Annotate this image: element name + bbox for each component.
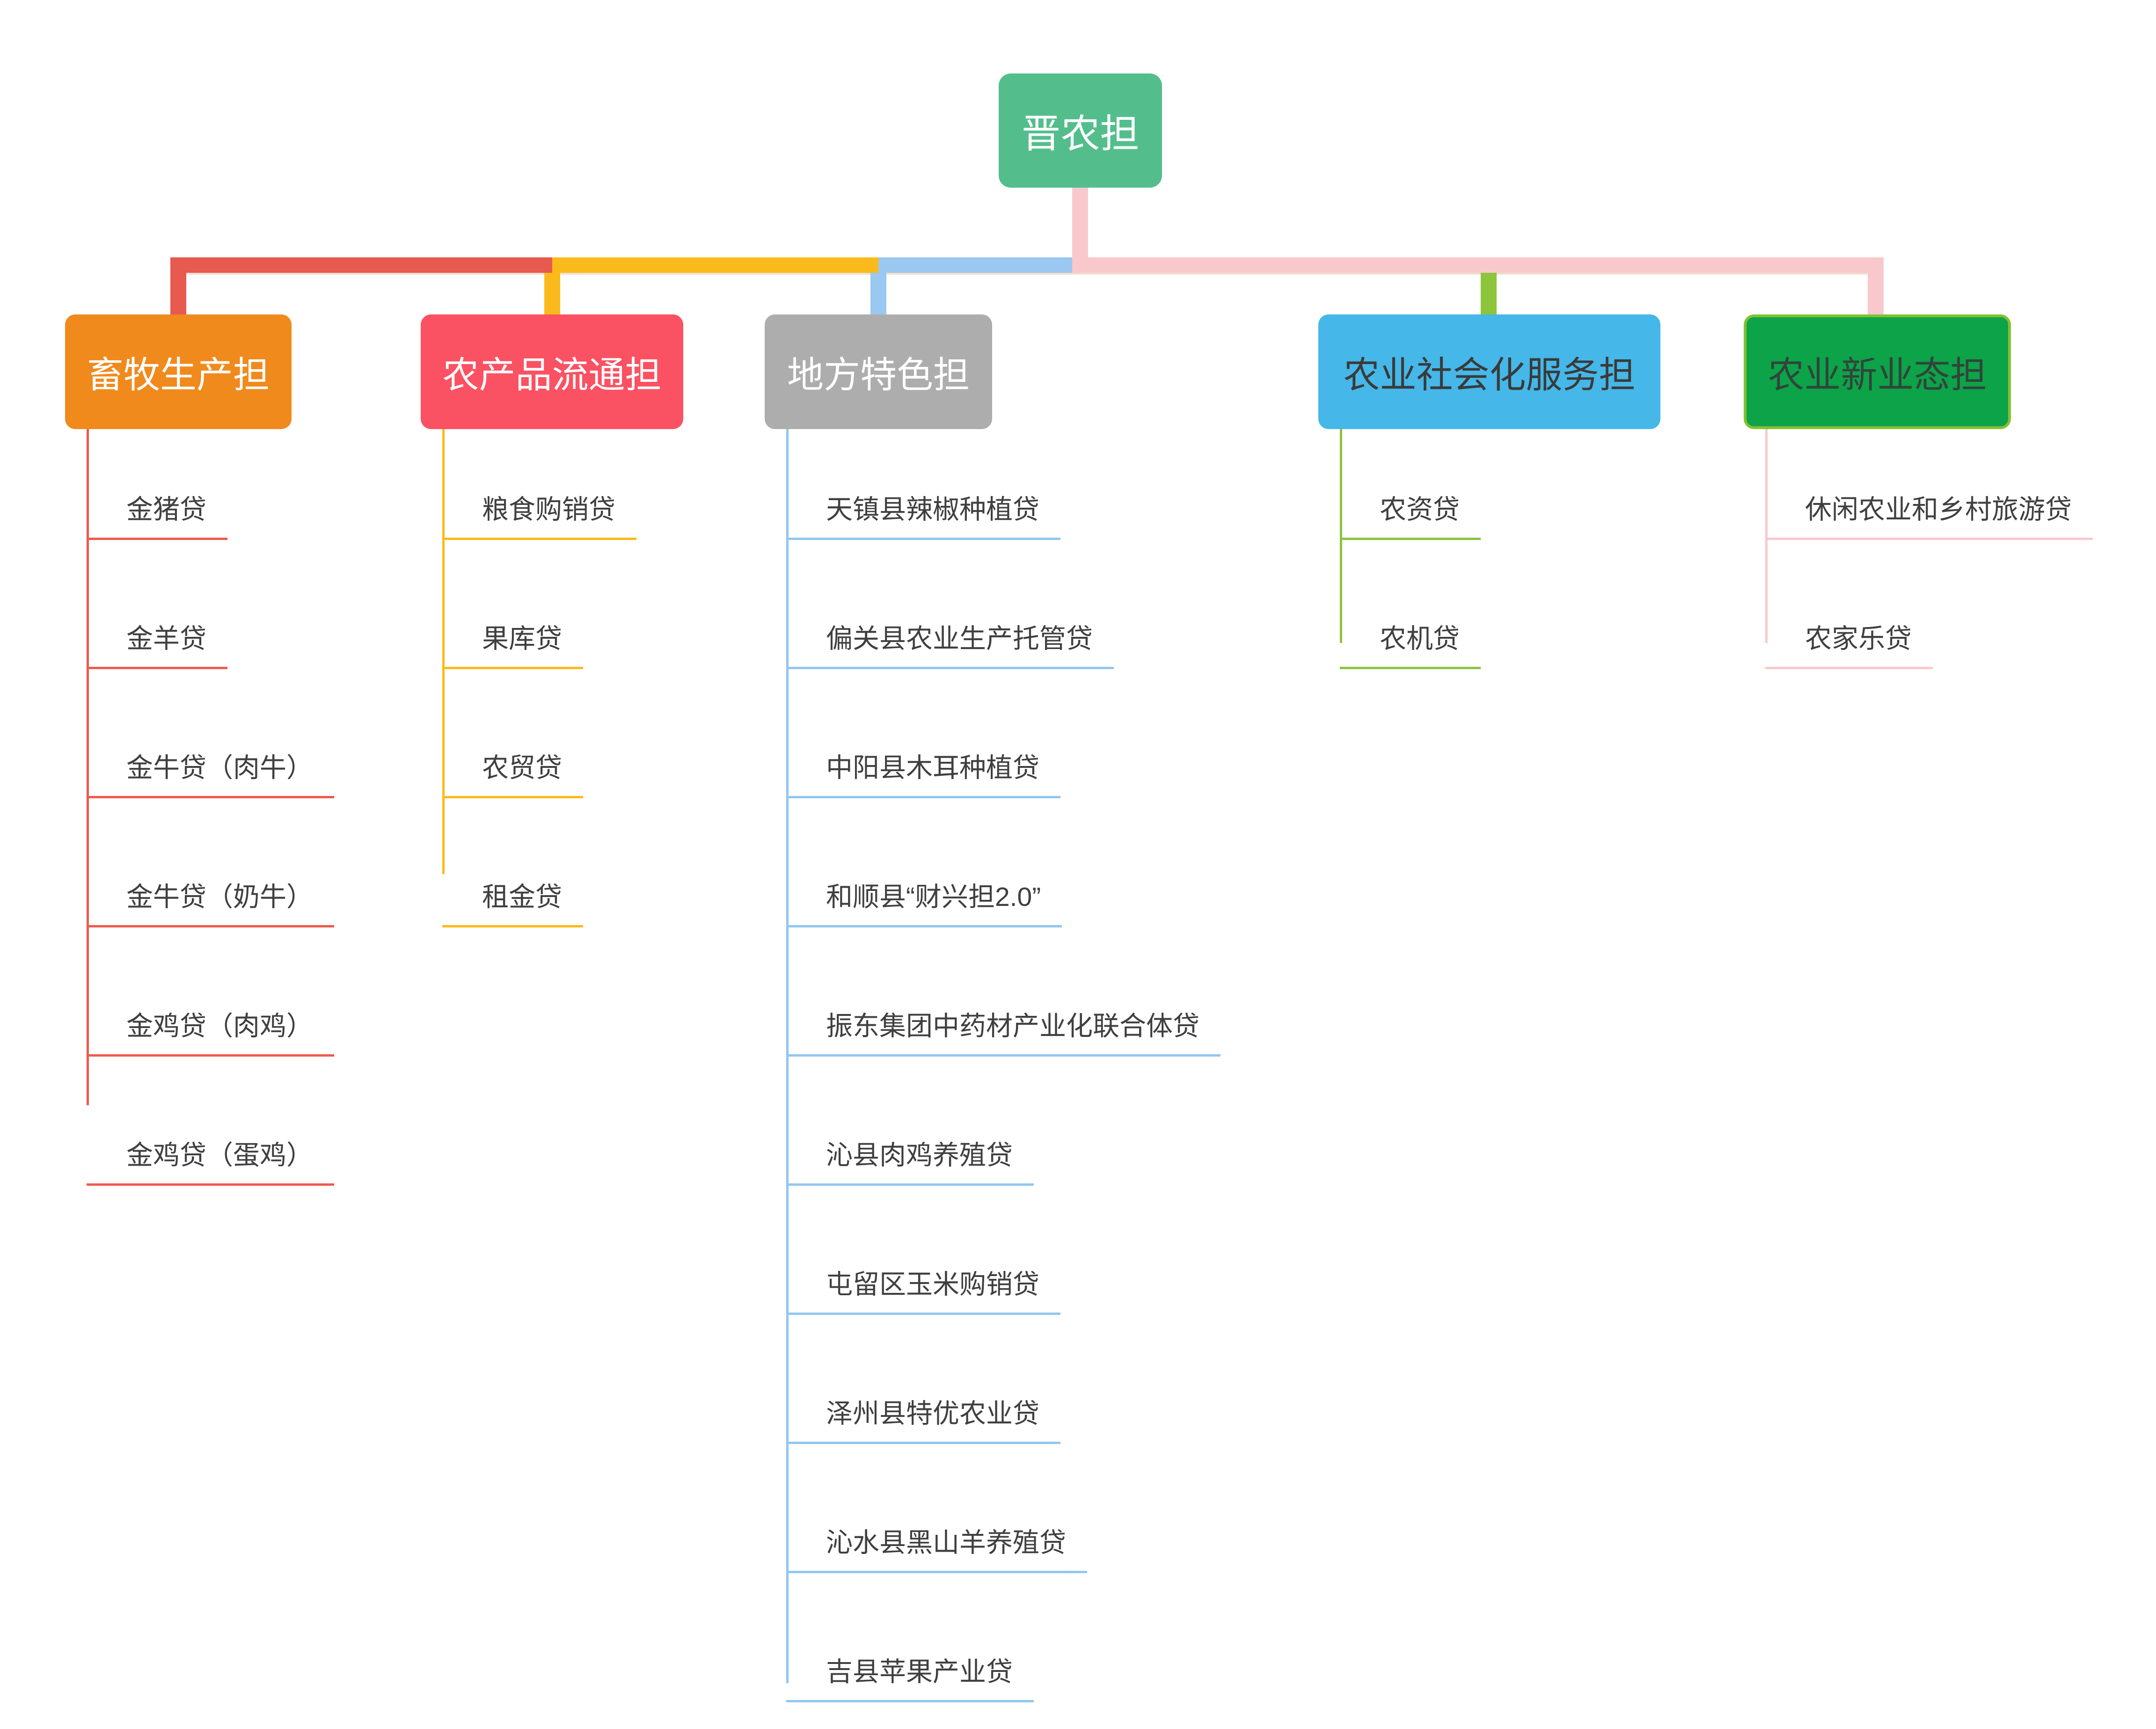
leaf-item-label: 租金贷: [482, 882, 562, 912]
leaf-group-new-agri-business: 休闲农业和乡村旅游贷农家乐贷: [1765, 411, 2093, 669]
branch-node-label: 农产品流通担: [442, 354, 662, 395]
leaf-item-label: 金羊贷: [126, 624, 206, 654]
branch-connector-bar-yellow: [552, 257, 878, 273]
branch-node-new-agri-business[interactable]: 农业新业态担: [1744, 314, 2011, 429]
leaf-item[interactable]: 金牛贷（肉牛）: [87, 669, 334, 798]
leaf-item[interactable]: 农贸贷: [442, 669, 583, 798]
leaf-item-label: 金牛贷（肉牛）: [126, 753, 313, 783]
branch-node-label: 畜牧生产担: [87, 354, 270, 395]
branch-connector-bar-red: [170, 257, 552, 273]
leaf-item-label: 粮食购销贷: [482, 495, 615, 525]
leaf-item-label: 休闲农业和乡村旅游贷: [1805, 495, 2072, 525]
leaf-item-label: 天镇县辣椒种植贷: [826, 495, 1039, 525]
leaf-trunk-line: [1765, 429, 1768, 643]
leaf-item-label: 农机贷: [1380, 624, 1460, 654]
branch-riser-line: [170, 273, 186, 314]
leaf-item[interactable]: 吉县苹果产业贷: [786, 1573, 1034, 1702]
branch-node-livestock[interactable]: 畜牧生产担: [65, 314, 292, 429]
leaf-item-label: 金鸡贷（蛋鸡）: [126, 1140, 313, 1170]
root-node-label: 晋农担: [1021, 111, 1140, 156]
leaf-item-label: 吉县苹果产业贷: [826, 1657, 1013, 1687]
leaf-item-label: 偏关县农业生产托管贷: [826, 624, 1093, 654]
leaf-item-label: 和顺县“财兴担2.0”: [826, 882, 1041, 912]
leaf-group-livestock: 金猪贷金羊贷金牛贷（肉牛） 金牛贷（奶牛） 金鸡贷（肉鸡） 金鸡贷（蛋鸡）: [87, 411, 334, 1186]
leaf-item[interactable]: 农机贷: [1340, 540, 1481, 669]
branch-node-socialized-service[interactable]: 农业社会化服务担: [1318, 314, 1660, 429]
leaf-item[interactable]: 农资贷: [1340, 411, 1481, 540]
branch-riser-line: [870, 273, 886, 314]
branch-connector-bar-pink: [1072, 257, 1884, 273]
leaf-item[interactable]: 金鸡贷（蛋鸡）: [87, 1057, 334, 1186]
leaf-trunk-line: [87, 429, 89, 1105]
leaf-item[interactable]: 沁县肉鸡养殖贷: [786, 1057, 1034, 1186]
leaf-group-produce-circulation: 粮食购销贷果库贷农贸贷租金贷: [442, 411, 636, 927]
branch-node-label: 农业社会化服务担: [1343, 354, 1636, 395]
leaf-item-label: 农资贷: [1380, 495, 1460, 525]
leaf-item[interactable]: 沁水县黑山羊养殖贷: [786, 1444, 1087, 1573]
leaf-item[interactable]: 休闲农业和乡村旅游贷: [1765, 411, 2093, 540]
leaf-item[interactable]: 金羊贷: [87, 540, 227, 669]
leaf-item[interactable]: 偏关县农业生产托管贷: [786, 540, 1114, 669]
branch-connector-shadow: [170, 273, 1884, 275]
branch-node-produce-circulation[interactable]: 农产品流通担: [421, 314, 683, 429]
leaf-item-label: 泽州县特优农业贷: [826, 1399, 1039, 1429]
leaf-item[interactable]: 临猗县果品产业贷: [786, 1702, 1060, 1729]
leaf-item-label: 沁县肉鸡养殖贷: [826, 1140, 1013, 1170]
branch-riser-line: [544, 273, 560, 314]
leaf-item[interactable]: 粮食购销贷: [442, 411, 636, 540]
branch-node-label: 地方特色担: [787, 354, 970, 395]
leaf-item[interactable]: 和顺县“财兴担2.0”: [786, 798, 1062, 927]
leaf-item-label: 金猪贷: [126, 495, 206, 525]
leaf-item-label: 屯留区玉米购销贷: [826, 1269, 1039, 1299]
leaf-item[interactable]: 中阳县木耳种植贷: [786, 669, 1060, 798]
leaf-item-label: 农家乐贷: [1805, 624, 1912, 654]
leaf-item-label: 农贸贷: [482, 753, 562, 783]
leaf-item-label: 果库贷: [482, 624, 562, 654]
leaf-item[interactable]: 金牛贷（奶牛）: [87, 798, 334, 927]
leaf-item-label: 振东集团中药材产业化联合体贷: [826, 1011, 1199, 1041]
leaf-item-label: 金鸡贷（肉鸡）: [126, 1011, 313, 1041]
leaf-trunk-line: [442, 429, 445, 874]
leaf-item[interactable]: 泽州县特优农业贷: [786, 1315, 1060, 1444]
branch-connector-bar-blue: [878, 257, 1072, 273]
leaf-item-label: 中阳县木耳种植贷: [826, 753, 1039, 783]
leaf-group-socialized-service: 农资贷农机贷: [1340, 411, 1481, 669]
branch-riser-line: [1481, 273, 1497, 314]
branch-riser-line: [1868, 273, 1884, 314]
leaf-item[interactable]: 屯留区玉米购销贷: [786, 1186, 1060, 1315]
leaf-item[interactable]: 天镇县辣椒种植贷: [786, 411, 1060, 540]
leaf-item-label: 沁水县黑山羊养殖贷: [826, 1528, 1066, 1558]
leaf-item[interactable]: 振东集团中药材产业化联合体贷: [786, 927, 1221, 1057]
leaf-trunk-line: [1340, 429, 1342, 643]
leaf-item[interactable]: 果库贷: [442, 540, 583, 669]
leaf-item[interactable]: 租金贷: [442, 798, 583, 927]
leaf-item-label: 金牛贷（奶牛）: [126, 882, 313, 912]
branch-node-local-specialty[interactable]: 地方特色担: [765, 314, 992, 429]
leaf-item[interactable]: 金猪贷: [87, 411, 227, 540]
root-node[interactable]: 晋农担: [999, 73, 1162, 188]
branch-node-label: 农业新业态担: [1768, 354, 1987, 395]
leaf-group-local-specialty: 天镇县辣椒种植贷偏关县农业生产托管贷中阳县木耳种植贷和顺县“财兴担2.0” 振东集…: [786, 411, 1221, 1729]
leaf-item[interactable]: 金鸡贷（肉鸡）: [87, 927, 334, 1057]
leaf-item[interactable]: 农家乐贷: [1765, 540, 1933, 669]
